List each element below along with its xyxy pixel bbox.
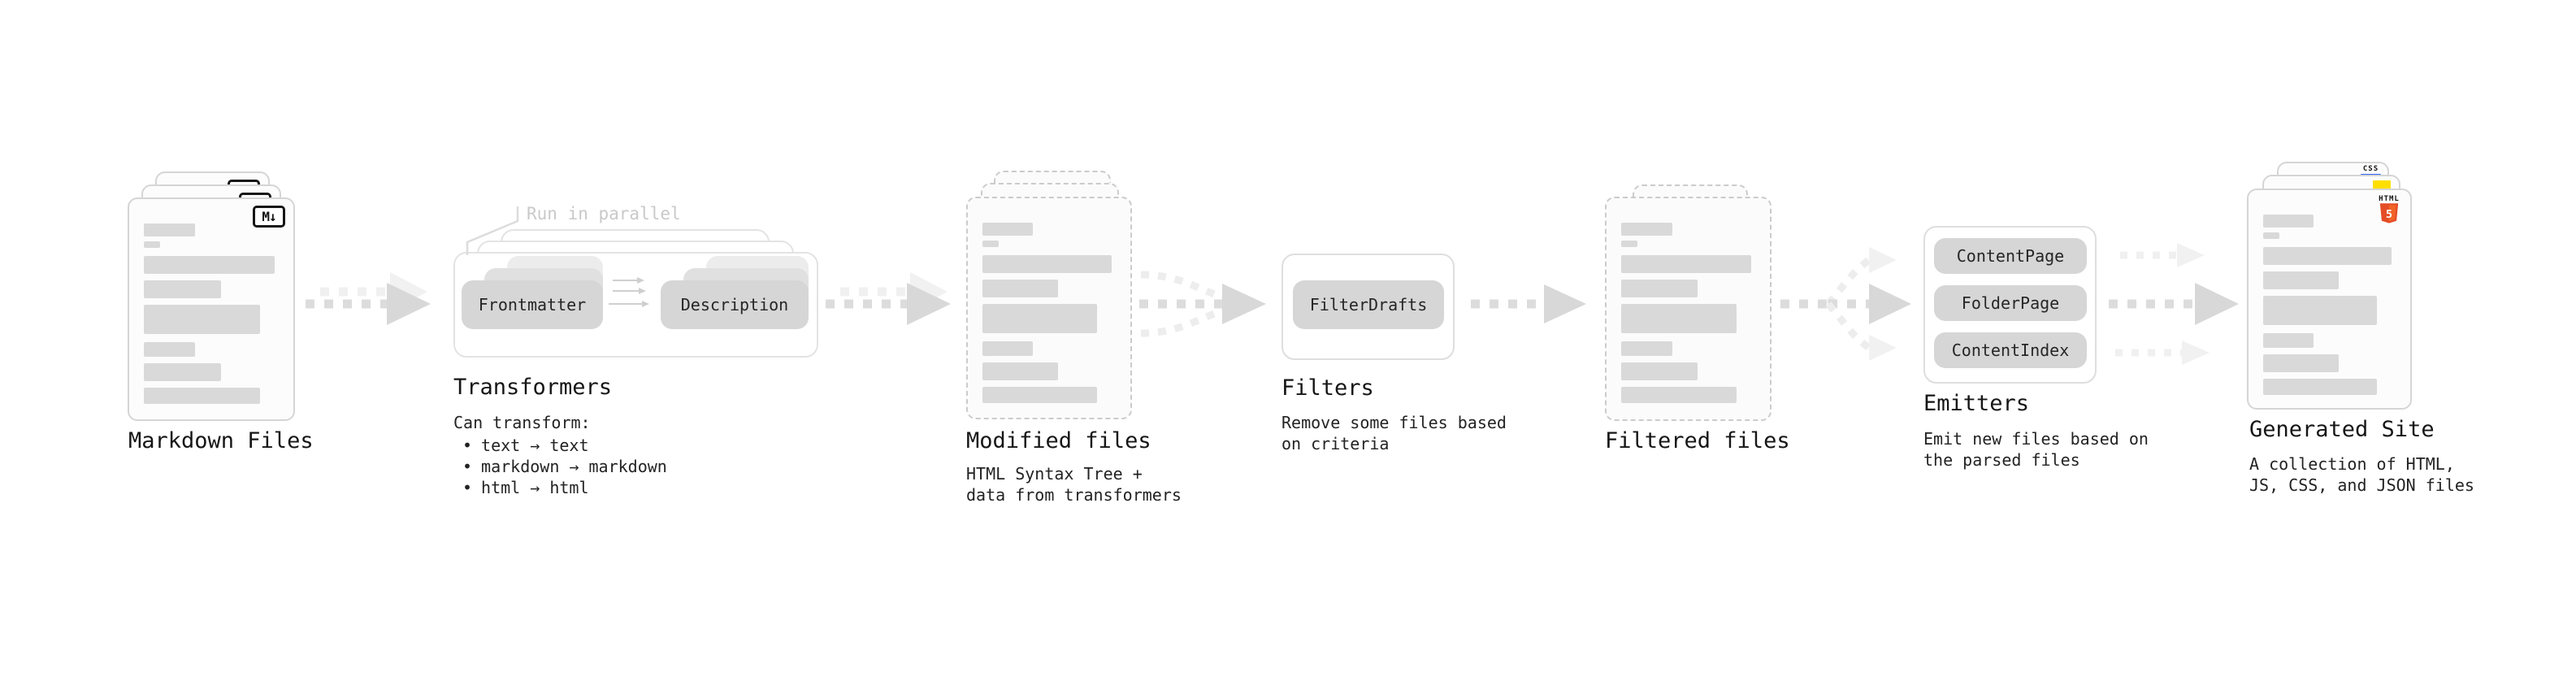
doc-line [1621,304,1737,333]
bullet-item: • html → html [453,477,667,498]
bullet-glyph: • [462,457,473,476]
desc-line: HTML Syntax Tree + [966,464,1143,484]
doc-line [982,304,1098,333]
stage-label-modified-files: Modified files [966,428,1151,453]
doc-line [144,305,260,334]
doc-line [2263,232,2279,239]
doc-skeleton [144,199,279,404]
doc-line [2263,215,2314,228]
doc-line [2263,354,2339,372]
doc-line [144,363,221,381]
js-file-icon [2373,180,2391,189]
doc-line [144,280,221,298]
stage-label-filtered-files: Filtered files [1605,428,1790,453]
html5-icon: HTML 5 [2374,195,2404,228]
generated-file-card: HTML 5 [2247,189,2412,410]
markdown-icon: M↓ [253,206,285,228]
desc-line: Emit new files based on [1923,429,2149,449]
doc-line [982,241,999,247]
flow-arrow-markdown-to-transformers [306,272,431,325]
bullet-item: • text → text [453,435,667,456]
stage-label-transformers: Transformers [453,375,613,400]
desc-line: the parsed files [1923,450,2080,470]
bullet-glyph: • [462,478,473,497]
transformers-description: Can transform: • text → text • markdown … [453,412,667,498]
emitter-chip-folderpage: FolderPage [1934,285,2087,321]
doc-line [982,341,1034,356]
doc-line [982,223,1034,236]
doc-line [982,255,1112,273]
filters-description: Remove some files based on criteria [1281,412,1507,454]
doc-line [2263,296,2378,325]
filter-chip-filterdrafts: FilterDrafts [1293,280,1444,329]
desc-line: Remove some files based [1281,413,1507,432]
bullet-text: text → text [481,436,589,455]
doc-line [1621,255,1752,273]
main-arrow [826,283,951,325]
markdown-file-card: M↓ [128,197,295,421]
doc-line [144,342,196,357]
html5-shield: 5 [2379,203,2399,223]
doc-line [144,256,275,274]
css-label: CSS [2362,165,2379,173]
flow-arrow-transformers-to-modified [826,272,951,325]
emitters-description: Emit new files based on the parsed files [1923,428,2149,471]
doc-line [982,280,1059,297]
transformer-parallel-arrows [609,277,649,307]
bullet-text: html → html [481,478,589,497]
desc-line: A collection of HTML, [2249,454,2455,474]
html5-label: HTML [2379,195,2400,203]
doc-skeleton [1621,198,1755,403]
desc-line: on criteria [1281,434,1390,453]
generated-description: A collection of HTML, JS, CSS, and JSON … [2249,453,2474,496]
flow-arrow-filters-to-filtered [1471,284,1586,323]
doc-line [2263,247,2392,265]
transform-bullet-list: • text → text • markdown → markdown • ht… [453,435,667,498]
filtered-file-card [1605,197,1772,421]
stage-label-markdown-files: Markdown Files [128,428,314,453]
transformer-chip-frontmatter: Frontmatter [462,280,603,329]
emitter-chip-contentindex: ContentIndex [1934,332,2087,368]
doc-line [144,241,160,248]
doc-line [1621,241,1637,247]
desc-line: JS, CSS, and JSON files [2249,475,2474,495]
doc-line [1621,362,1698,380]
stage-label-filters: Filters [1281,375,1374,401]
doc-line [1621,280,1698,297]
bullet-item: • markdown → markdown [453,456,667,477]
bullet-text: markdown → markdown [481,457,667,476]
doc-line [1621,387,1737,403]
doc-line [1621,341,1672,356]
doc-skeleton [2263,190,2396,395]
doc-line [2263,271,2339,289]
doc-line [982,362,1059,380]
doc-line [144,223,196,236]
modified-description: HTML Syntax Tree + data from transformer… [966,463,1182,505]
run-in-parallel-leader-line [466,206,519,255]
can-transform-title: Can transform: [453,413,591,432]
run-in-parallel-note: Run in parallel [527,204,681,223]
flow-arrow-filtered-to-emitters-split [1780,247,1911,361]
doc-line [144,388,260,404]
stage-label-generated-site: Generated Site [2249,417,2435,442]
doc-line [2263,379,2378,395]
doc-line [2263,333,2314,348]
emitter-chip-contentpage: ContentPage [1934,238,2087,274]
modified-file-card [966,197,1132,419]
html5-number: 5 [2386,208,2392,221]
transformer-chip-description: Description [661,280,809,329]
doc-skeleton [982,198,1116,403]
main-arrow [306,283,431,325]
doc-line [982,387,1098,403]
stage-label-emitters: Emitters [1923,391,2030,416]
bullet-glyph: • [462,436,473,455]
flow-arrow-emitters-to-generated [2109,243,2239,365]
flow-arrow-modified-to-filters-merge [1139,271,1266,337]
doc-line [1621,223,1672,236]
desc-line: data from transformers [966,485,1182,505]
